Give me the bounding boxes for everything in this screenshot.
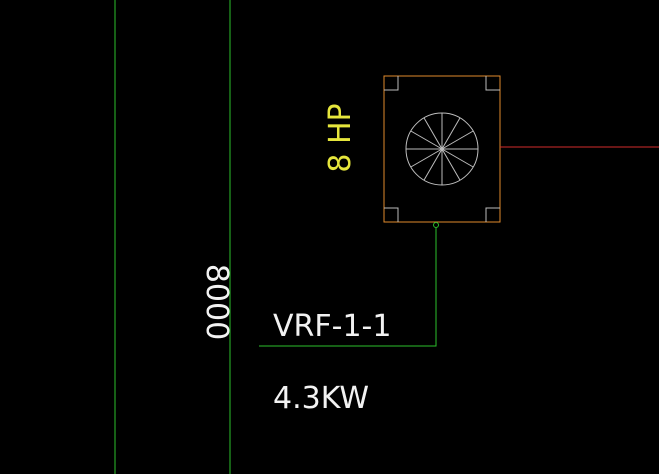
capacity-label: 8 HP xyxy=(323,103,358,172)
fan-icon xyxy=(405,112,479,186)
fan-spoke xyxy=(441,148,461,181)
unit-tag-label: VRF-1-1 xyxy=(273,309,391,344)
fan-spoke xyxy=(410,148,443,168)
fan-spoke xyxy=(423,148,443,181)
corner-mark-top-right xyxy=(485,76,500,91)
fan-spoke xyxy=(410,130,443,150)
leader-line xyxy=(259,228,437,347)
corner-mark-bottom-right xyxy=(485,207,500,222)
vrf-indoor-unit[interactable] xyxy=(383,75,501,228)
unit-outline xyxy=(383,75,501,223)
fan-spoke xyxy=(423,117,443,150)
fan-spoke xyxy=(441,148,474,168)
corner-mark-bottom-left xyxy=(384,207,399,222)
fan-spoke xyxy=(441,117,461,150)
unit-power-label: 4.3KW xyxy=(273,381,369,416)
corner-mark-top-left xyxy=(384,76,399,91)
grid-dimension-label: 8000 xyxy=(199,264,234,340)
connection-node xyxy=(433,222,439,228)
fan-spoke xyxy=(441,130,474,150)
